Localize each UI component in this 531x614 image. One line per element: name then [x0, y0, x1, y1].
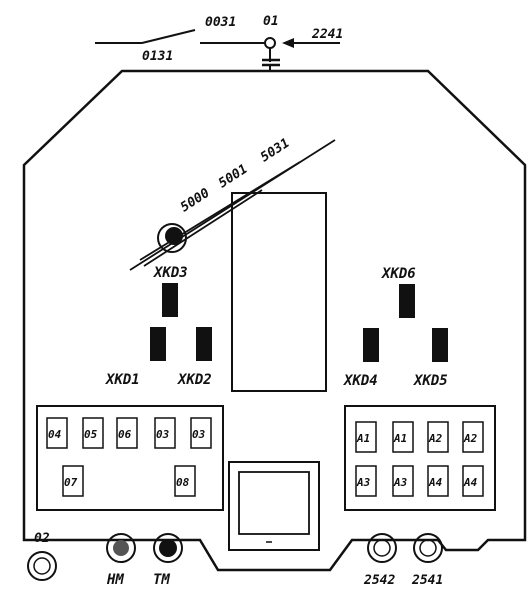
svg-text:A2: A2 — [463, 432, 478, 445]
connector-xkd5 — [432, 328, 448, 362]
panel-outline — [22, 69, 527, 572]
svg-text:A3: A3 — [356, 476, 371, 489]
wire-label-5031: 5031 — [258, 136, 292, 166]
svg-text:04: 04 — [48, 428, 62, 441]
svg-text:06: 06 — [118, 428, 132, 441]
wire-label-2241: 2241 — [311, 27, 343, 42]
wire-label-5000: 5000 — [178, 186, 213, 216]
lower-center-unit — [228, 461, 320, 551]
right-fuse-cell: A2 — [427, 421, 449, 453]
grommet-icon — [157, 223, 187, 253]
svg-text:03: 03 — [192, 428, 206, 441]
terminal-02 — [27, 551, 57, 581]
svg-text:A1: A1 — [356, 432, 370, 445]
right-fuse-cell: A4 — [427, 465, 449, 497]
terminal-label-2541: 2541 — [411, 573, 443, 588]
top-wiring — [95, 29, 340, 71]
svg-text:03: 03 — [156, 428, 170, 441]
left-fuse-cell: 03 — [190, 417, 212, 449]
connector-xkd3 — [162, 283, 178, 317]
connector-label-xkd3: XKD3 — [153, 265, 188, 281]
terminal-label-02: 02 — [34, 531, 50, 546]
arrow-icon — [282, 38, 294, 48]
connector-xkd4 — [363, 328, 379, 362]
wire-label-0131: 0131 — [142, 49, 173, 64]
svg-text:08: 08 — [176, 476, 190, 489]
right-fuse-cell: A3 — [392, 465, 414, 497]
terminal-label-2542: 2542 — [363, 573, 395, 588]
connector-xkd2 — [196, 327, 212, 361]
right-fuse-cell: A1 — [355, 421, 377, 453]
terminal-label-hm: HM — [106, 572, 124, 588]
connector-label-xkd4: XKD4 — [343, 373, 378, 389]
left-fuse-cell: 07 — [62, 465, 84, 497]
wire-label-5001: 5001 — [216, 162, 250, 192]
right-fuse-cell: A1 — [392, 421, 414, 453]
left-fuse-cell: 04 — [46, 417, 68, 449]
svg-text:A4: A4 — [463, 476, 478, 489]
connector-xkd1 — [150, 327, 166, 361]
left-fuse-cell: 05 — [82, 417, 104, 449]
svg-text:A4: A4 — [428, 476, 443, 489]
wire-label-01: 01 — [263, 14, 279, 29]
svg-text:A1: A1 — [393, 432, 407, 445]
right-fuse-cell: A2 — [462, 421, 484, 453]
connector-label-xkd1: XKD1 — [105, 372, 140, 388]
wire-label-0031: 0031 — [205, 15, 236, 30]
terminal-tm — [153, 533, 183, 563]
terminal-2542 — [367, 533, 397, 563]
central-module — [231, 192, 327, 392]
connector-xkd6 — [399, 284, 415, 318]
connector-label-xkd2: XKD2 — [177, 372, 212, 388]
terminal-hm — [106, 533, 136, 563]
left-fuse-cell: 06 — [116, 417, 138, 449]
right-fuse-block — [344, 405, 496, 511]
svg-text:A3: A3 — [393, 476, 408, 489]
left-fuse-cell: 08 — [174, 465, 196, 497]
left-fuse-cell: 03 — [154, 417, 176, 449]
right-fuse-cell: A3 — [355, 465, 377, 497]
connector-label-xkd5: XKD5 — [413, 373, 448, 389]
svg-text:07: 07 — [64, 476, 78, 489]
connector-label-xkd6: XKD6 — [381, 266, 416, 282]
terminal-2541 — [413, 533, 443, 563]
lower-center-window — [238, 471, 310, 535]
svg-text:05: 05 — [84, 428, 98, 441]
left-fuse-block — [36, 405, 224, 511]
right-fuse-cell: A4 — [462, 465, 484, 497]
svg-text:A2: A2 — [428, 432, 443, 445]
terminal-label-tm: TM — [153, 572, 170, 588]
